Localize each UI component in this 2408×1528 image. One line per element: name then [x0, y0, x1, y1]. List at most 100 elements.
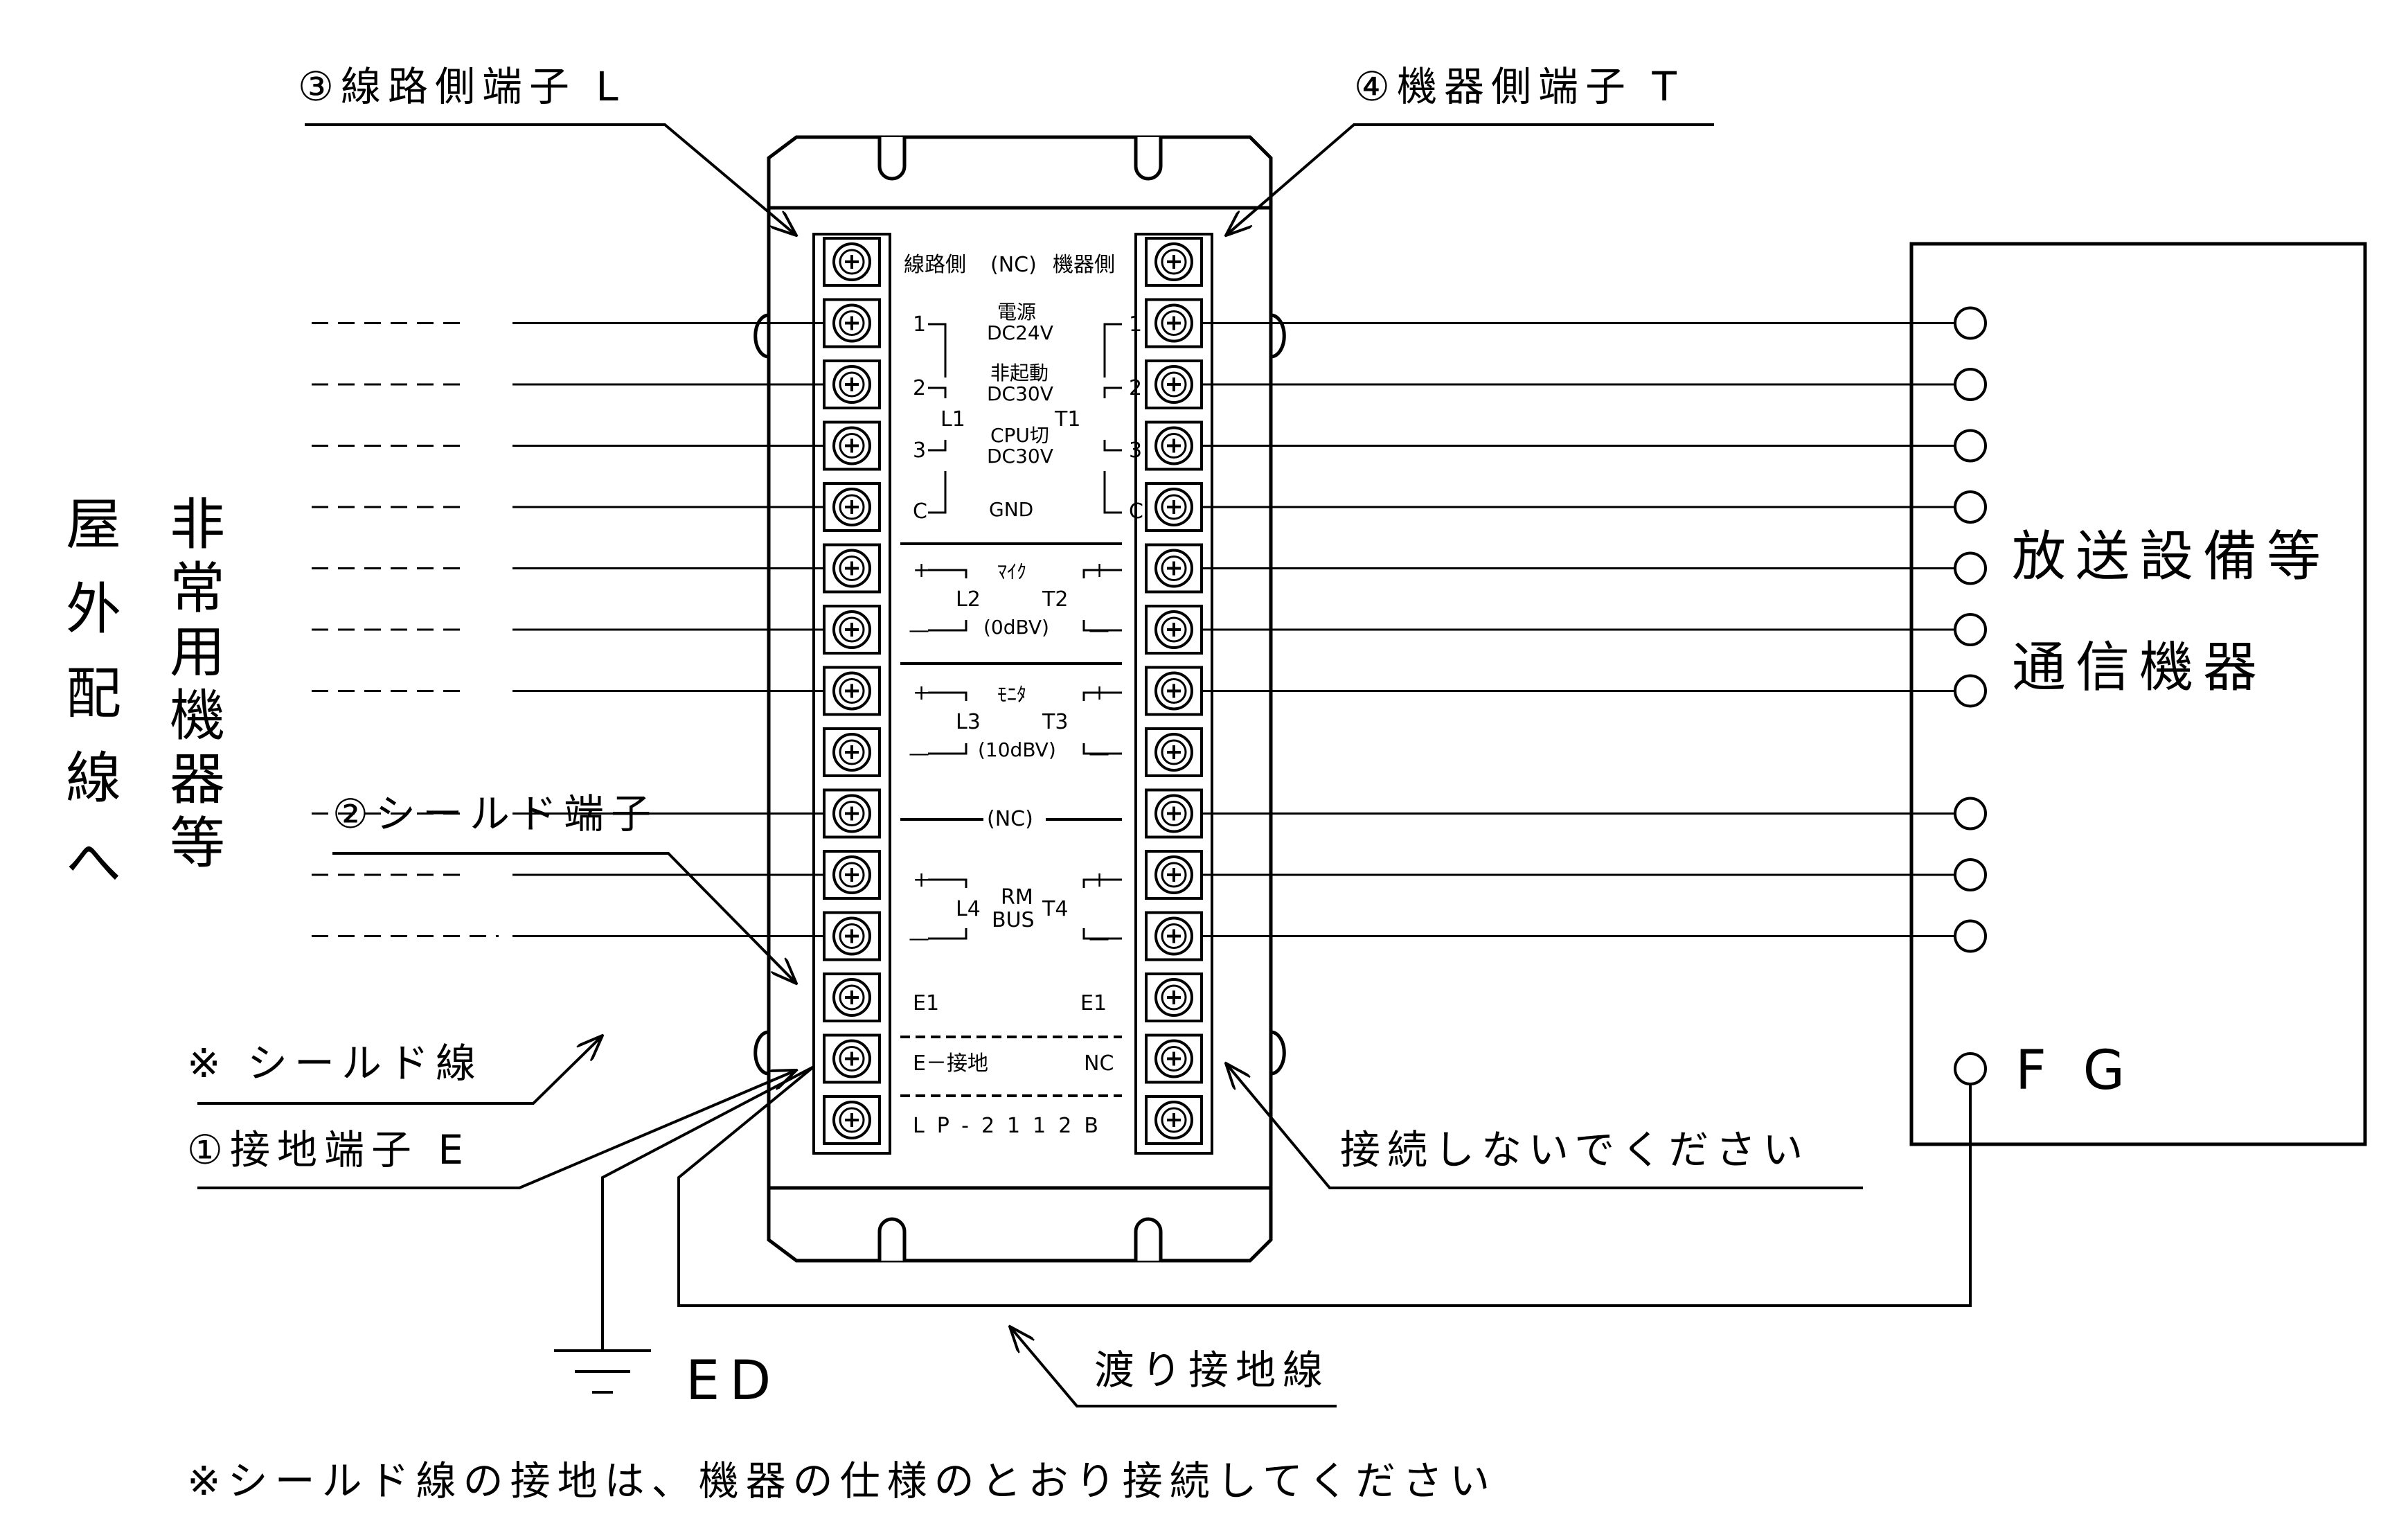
screw-cross-icon [845, 806, 859, 821]
equipment-side-terminal-14 [1145, 1033, 1203, 1084]
callout-ground-terminal: ①接地端子 E [187, 1126, 470, 1173]
mic-plus-left: + [913, 558, 930, 583]
header-equipment-side: 機器側 [1053, 253, 1115, 277]
equipment-side-terminal-12 [1145, 911, 1203, 961]
equipment-side-terminal-5 [1145, 482, 1203, 532]
monitor-group-brackets [928, 691, 1122, 755]
left-wires [312, 322, 824, 937]
outdoor-wiring-char: へ [66, 830, 121, 895]
fg-label: F G [2015, 1040, 2134, 1102]
callout-shield-wire-leader [197, 1036, 603, 1105]
group-l1: L1 [940, 407, 965, 432]
line-side-terminal-4 [823, 420, 881, 471]
terminal-strip-equipment-side [1134, 233, 1213, 1155]
signal-cpu-b: DC30V [987, 445, 1053, 468]
line-side-terminal-6 [823, 543, 881, 594]
power-right-c: C [1129, 499, 1143, 524]
footnote: ※シールド線の接地は、機器の仕様のとおり接続してください [187, 1457, 1497, 1504]
screw-cross-icon [1167, 868, 1181, 882]
outdoor-wiring-char: 外 [66, 577, 121, 641]
rmbus-name-1: RM [1001, 885, 1033, 909]
terminal-strip-line-side [812, 233, 891, 1155]
screw-cross-icon [1167, 990, 1181, 1004]
equipment-side-terminal-4 [1145, 420, 1203, 471]
rm-minus-right: — [1089, 927, 1109, 951]
emergency-equipment-char: 機 [170, 684, 225, 748]
equipment-terminal [1954, 306, 1987, 340]
equipment-side-terminal-6 [1145, 543, 1203, 594]
screw-cross-icon [845, 623, 859, 637]
header-line-side: 線路側 [904, 253, 966, 277]
power-left-1: 1 [913, 312, 926, 337]
power-group [928, 323, 1122, 514]
screw-cross-icon [845, 745, 859, 759]
mount-notch-top-right [1134, 137, 1163, 181]
screw-cross-icon [1167, 438, 1181, 453]
equipment-terminal [1954, 490, 1987, 524]
power-right-2: 2 [1129, 376, 1142, 400]
equipment-terminal [1954, 919, 1987, 953]
model-number: LP-2112B [913, 1114, 1111, 1138]
equipment-side-terminal-3 [1145, 359, 1203, 409]
screw-cross-icon [845, 255, 859, 269]
screw-cross-icon [845, 377, 859, 391]
monitor-level: (10dBV) [978, 738, 1056, 761]
line-side-terminal-12 [823, 911, 881, 961]
mon-plus-left: + [913, 681, 930, 705]
line-side-terminal-8 [823, 666, 881, 716]
equipment-terminal [1954, 551, 1987, 585]
screw-cross-icon [1167, 1051, 1181, 1066]
line-side-terminal-5 [823, 482, 881, 532]
screw-cross-icon [845, 316, 859, 330]
equipment-terminal [1954, 429, 1987, 463]
right-wire [1202, 674, 1987, 708]
emergency-equipment-char: 等 [170, 811, 225, 876]
right-wire [1202, 368, 1987, 401]
equipment-side-terminal-2 [1145, 298, 1203, 348]
callout-do-not-connect-leader [1226, 1063, 1863, 1189]
screw-cross-icon [1167, 316, 1181, 330]
equipment-side-terminal-9 [1145, 727, 1203, 777]
power-left-c: C [913, 499, 927, 524]
signal-power-b: DC24V [987, 321, 1053, 344]
equipment-side-terminal-15 [1145, 1095, 1203, 1145]
callout-do-not-connect: 接続しないでください [1340, 1126, 1810, 1173]
equipment-side-terminal-8 [1145, 666, 1203, 716]
line-side-terminal-7 [823, 605, 881, 655]
equipment-terminal [1954, 613, 1987, 646]
equipment-terminal [1954, 858, 1987, 891]
right-wire [1202, 490, 1987, 524]
equipment-terminal [1954, 797, 1987, 830]
callout-shield-terminal: ②シールド端子 [332, 790, 658, 837]
group-t1: T1 [1054, 407, 1080, 432]
line-side-terminal-11 [823, 850, 881, 900]
mon-minus-left: — [909, 742, 929, 766]
outdoor-wiring-char: 配 [66, 661, 121, 726]
nc-row-label: (NC) [987, 807, 1033, 831]
callout-line-terminal: ③線路側端子 L [298, 63, 625, 110]
line-side-terminal-9 [823, 727, 881, 777]
monitor-name: ﾓﾆﾀ [997, 683, 1026, 706]
screw-cross-icon [1167, 929, 1181, 943]
screw-cross-icon [845, 438, 859, 453]
signal-cpu-a: CPU切 [990, 424, 1049, 447]
e1-right-label: E1 [1080, 991, 1107, 1015]
line-side-terminal-2 [823, 298, 881, 348]
mic-minus-left: — [909, 619, 929, 643]
equipment-side-terminal-11 [1145, 850, 1203, 900]
power-left-2: 2 [913, 376, 926, 400]
rmbus-group-brackets [928, 878, 1122, 940]
emergency-equipment-char: 器 [170, 747, 225, 812]
screw-cross-icon [1167, 806, 1181, 821]
rm-plus-left: + [913, 868, 930, 892]
power-right-3: 3 [1129, 438, 1142, 463]
right-wire [1202, 613, 1987, 646]
equipment-box-line1: 放送設備等 [2012, 526, 2330, 588]
ground-symbol-label: ED [686, 1350, 781, 1412]
rm-plus-right: + [1091, 868, 1108, 892]
mic-plus-right: + [1091, 558, 1108, 583]
mon-minus-right: — [1089, 742, 1109, 766]
screw-cross-icon [845, 684, 859, 698]
